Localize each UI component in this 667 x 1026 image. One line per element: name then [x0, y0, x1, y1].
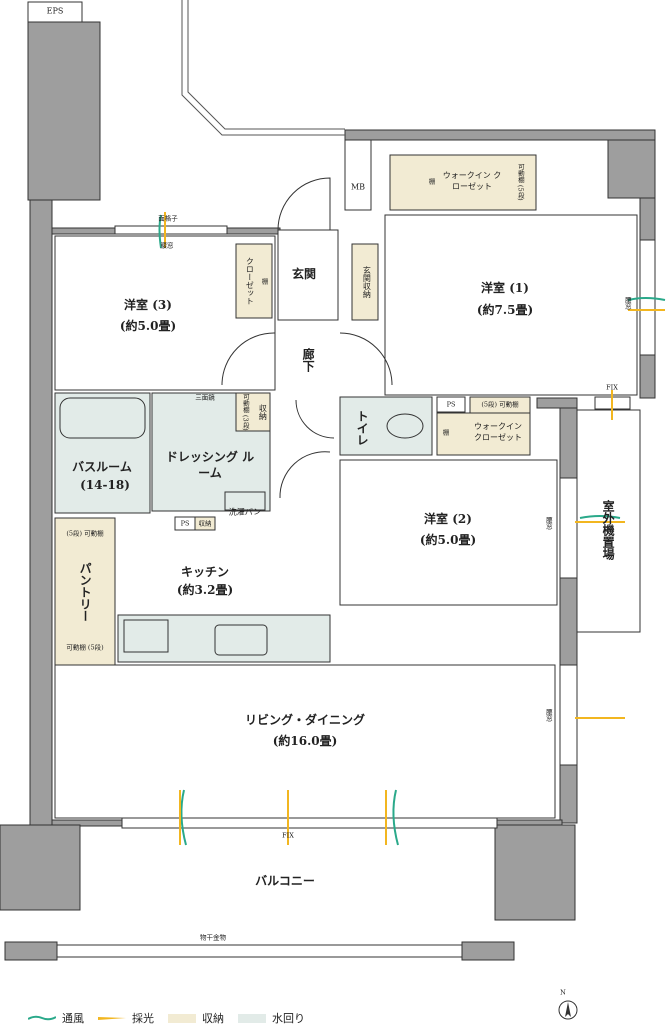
stove [123, 619, 169, 653]
sink [214, 624, 268, 656]
balcony-label: バルコニー [255, 873, 315, 888]
eps-box [27, 1, 83, 23]
eps-label: EPS [46, 6, 64, 16]
wall-left-block [27, 21, 101, 201]
toilet-label: トイレ [355, 410, 370, 446]
storage-shelf-label: 可動棚 (3段) [241, 393, 250, 431]
shelf2-area [469, 396, 531, 414]
balcony-end-right [461, 941, 515, 961]
step-label: 三面鏡 [195, 393, 215, 402]
storage-area [235, 392, 271, 432]
room2-name: 洋室 (2) [424, 511, 472, 526]
pantry-label: パントリー [78, 562, 93, 622]
wall-right-upper [607, 139, 656, 199]
entrance-storage-label: 玄関収納 [362, 266, 372, 298]
legend-daylight: 採光 [98, 1010, 154, 1026]
entrance-storage-area [351, 243, 379, 321]
storage-small-label: 収納 [198, 519, 212, 528]
balcony-rail [56, 944, 463, 958]
lattice-label: 面格子 [158, 214, 178, 223]
window-room2 [559, 477, 578, 579]
wic2-shelf-label: 棚 [442, 428, 450, 437]
bathroom-name: バスルーム [72, 459, 132, 474]
washer-pan [224, 491, 266, 511]
legend-label: 通風 [62, 1012, 84, 1025]
ps-label-2: PS [446, 400, 456, 409]
balcony-end-left [4, 941, 58, 961]
north-label: N [560, 988, 566, 997]
wic1-shelf-label: 棚 [428, 177, 436, 186]
washer-label: 洗濯パン [228, 507, 262, 517]
storage-label: 収納 [258, 404, 268, 420]
toilet-area [339, 396, 433, 456]
living-size: (約16.0畳) [272, 733, 338, 748]
entrance-area [277, 229, 339, 321]
window-label-room2: 腰窓 [544, 516, 553, 530]
wic2-label: ウォークイン クローゼット [474, 422, 522, 442]
room2-area [339, 459, 558, 606]
legend-label: 採光 [132, 1012, 154, 1025]
room2-size: (約5.0畳) [419, 532, 477, 547]
window-room3 [114, 225, 228, 235]
storage-small [194, 516, 216, 531]
window-label-room3: 腰窓 [160, 241, 174, 250]
toilet-bowl [386, 413, 424, 439]
north-compass-icon [558, 1000, 578, 1020]
bathroom-size: (14-18) [80, 477, 130, 492]
legend-ventilation: 通風 [28, 1010, 84, 1026]
balcony-pillar-right [494, 824, 576, 921]
room1-area [384, 214, 638, 396]
hallway-label: 廊下 [301, 348, 316, 372]
laundry-hardware-label: 物干金物 [200, 933, 226, 942]
ps-box-2 [436, 396, 466, 413]
legend-label: 水回り [272, 1012, 305, 1025]
kitchen-size: (約3.2畳) [176, 582, 234, 597]
wave-icon [28, 1015, 56, 1021]
window-label-living: 腰窓 [544, 708, 553, 722]
mb-label: MB [350, 182, 366, 192]
living-area [54, 664, 556, 819]
wic2-area [436, 412, 531, 456]
balcony-pillar-left [0, 824, 81, 911]
room1-size: (約7.5畳) [476, 302, 534, 317]
wall-left [29, 199, 53, 826]
mb-box [344, 139, 372, 211]
wic2-movable-shelf: (5段) 可動棚 [481, 400, 519, 409]
entrance-label: 玄関 [291, 266, 317, 281]
wall-right-mid [536, 397, 578, 409]
closet-label: クローゼット [245, 257, 255, 305]
light-ray-icon [98, 1017, 126, 1020]
wall-top-right [344, 129, 656, 141]
legend-water: 水回り [238, 1010, 305, 1026]
room3-name: 洋室 (3) [124, 297, 172, 312]
window-living-side [559, 664, 578, 766]
outdoor-unit-label: 室外機置場 [601, 500, 616, 560]
dressing-label: ドレッシング ルーム [165, 449, 255, 480]
fix-label-right: FIX [606, 383, 618, 392]
wic1-label: ウォークイン クローゼット [442, 171, 502, 191]
legend-label: 収納 [202, 1012, 224, 1025]
pantry-area [54, 517, 116, 666]
wic1-movable-shelf: 可動棚 (5段) [516, 163, 525, 201]
room1-name: 洋室 (1) [481, 280, 529, 295]
room3-size: (約5.0畳) [119, 318, 177, 333]
legend-storage: 収納 [168, 1010, 224, 1026]
window-living [121, 817, 498, 829]
pantry-shelf-top: (5段) 可動棚 [66, 529, 104, 538]
bathtub [59, 397, 146, 439]
closet-shelf-label: 棚 [261, 277, 269, 286]
legend: 通風 採光 収納 水回り [28, 1010, 311, 1026]
pantry-shelf-bottom: 可動棚 (5段) [66, 643, 104, 652]
closet-area [235, 243, 273, 319]
storage-swatch [168, 1013, 196, 1023]
water-swatch [238, 1013, 266, 1023]
fix-label-living: FIX [282, 831, 294, 840]
kitchen-name: キッチン [180, 564, 230, 579]
wic1-area [389, 154, 537, 211]
living-name: リビング・ダイニング [244, 712, 366, 727]
ps-label-1: PS [180, 519, 190, 528]
corridor-outline [181, 0, 345, 136]
window-label-room1: 腰窓 [623, 296, 632, 310]
